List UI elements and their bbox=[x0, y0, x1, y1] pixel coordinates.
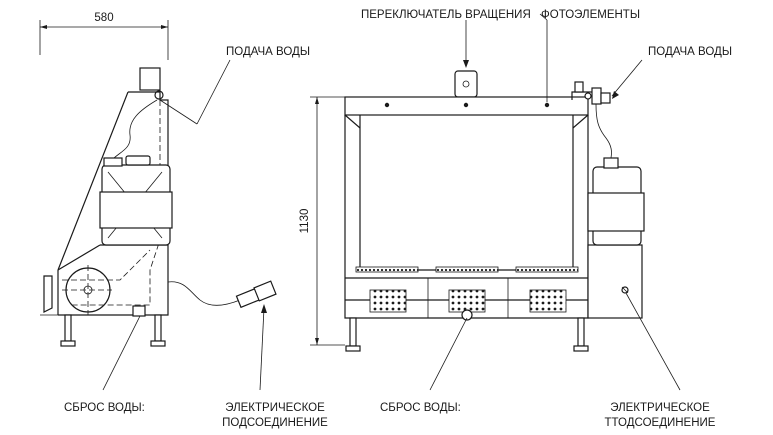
water-supply-right-label: ПОДАЧА ВОДЫ bbox=[648, 46, 732, 58]
front-legs bbox=[345, 317, 589, 352]
photocells-label: ФОТОЭЛЕМЕНТЫ bbox=[541, 9, 640, 21]
electric-right-label-line2: ТТОДСОЕДИНЕНИЕ bbox=[605, 417, 716, 429]
electric-left-label-line1: ЭЛЕКТРИЧЕСКОЕ bbox=[225, 402, 325, 414]
water-supply-left-callout: ПОДАЧА ВОДЫ bbox=[159, 46, 310, 125]
water-hose bbox=[109, 99, 158, 163]
drain-left-callout: СБРОС ВОДЫ: bbox=[64, 315, 145, 414]
electric-plug bbox=[167, 280, 277, 309]
rotation-switch bbox=[454, 20, 478, 98]
rotation-switch-callout: ПЕРЕКЛЮЧАТЕЛЬ ВРАЩЕНИЯ bbox=[361, 9, 531, 21]
water-supply-right-callout: ПОДАЧА ВОДЫ bbox=[611, 46, 732, 99]
drain-right-label: СБРОС ВОДЫ: bbox=[380, 402, 461, 414]
height-dimension-label: 1130 bbox=[299, 209, 311, 234]
width-dimension-label: 580 bbox=[94, 12, 113, 24]
water-valve bbox=[139, 67, 164, 100]
width-dimension: 580 bbox=[39, 12, 169, 60]
water-supply-left-label: ПОДАЧА ВОДЫ bbox=[226, 46, 310, 58]
water-supply-fittings bbox=[571, 81, 612, 159]
top-grills bbox=[355, 266, 579, 273]
height-dimension: 1130 bbox=[299, 96, 345, 346]
water-canister-right bbox=[587, 157, 645, 246]
electric-left-callout: ЭЛЕКТРИЧЕСКОЕ ПОДСОЕДИНЕНИЕ bbox=[222, 304, 328, 429]
front-view: 1130 bbox=[299, 9, 732, 429]
drum-motor bbox=[62, 265, 112, 315]
front-cabinet bbox=[344, 96, 589, 319]
electric-right-callout: ЭЛЕКТРИЧЕСКОЕ ТТОДСОЕДИНЕНИЕ bbox=[605, 292, 716, 429]
drain-right-callout: СБРОС ВОДЫ: bbox=[380, 317, 468, 414]
water-canister bbox=[99, 155, 173, 246]
electric-right-label-line1: ЭЛЕКТРИЧЕСКОЕ bbox=[610, 402, 710, 414]
side-legs bbox=[60, 305, 166, 347]
drain-pan bbox=[40, 275, 58, 316]
rotation-switch-label: ПЕРЕКЛЮЧАТЕЛЬ ВРАЩЕНИЯ bbox=[361, 9, 531, 21]
drain-left-label: СБРОС ВОДЫ: bbox=[64, 402, 145, 414]
photocells-callout: ФОТОЭЛЕМЕНТЫ bbox=[539, 9, 640, 102]
lower-grills bbox=[369, 278, 567, 321]
electric-left-label-line2: ПОДСОЕДИНЕНИЕ bbox=[222, 417, 328, 429]
side-view: 580 bbox=[39, 12, 328, 429]
